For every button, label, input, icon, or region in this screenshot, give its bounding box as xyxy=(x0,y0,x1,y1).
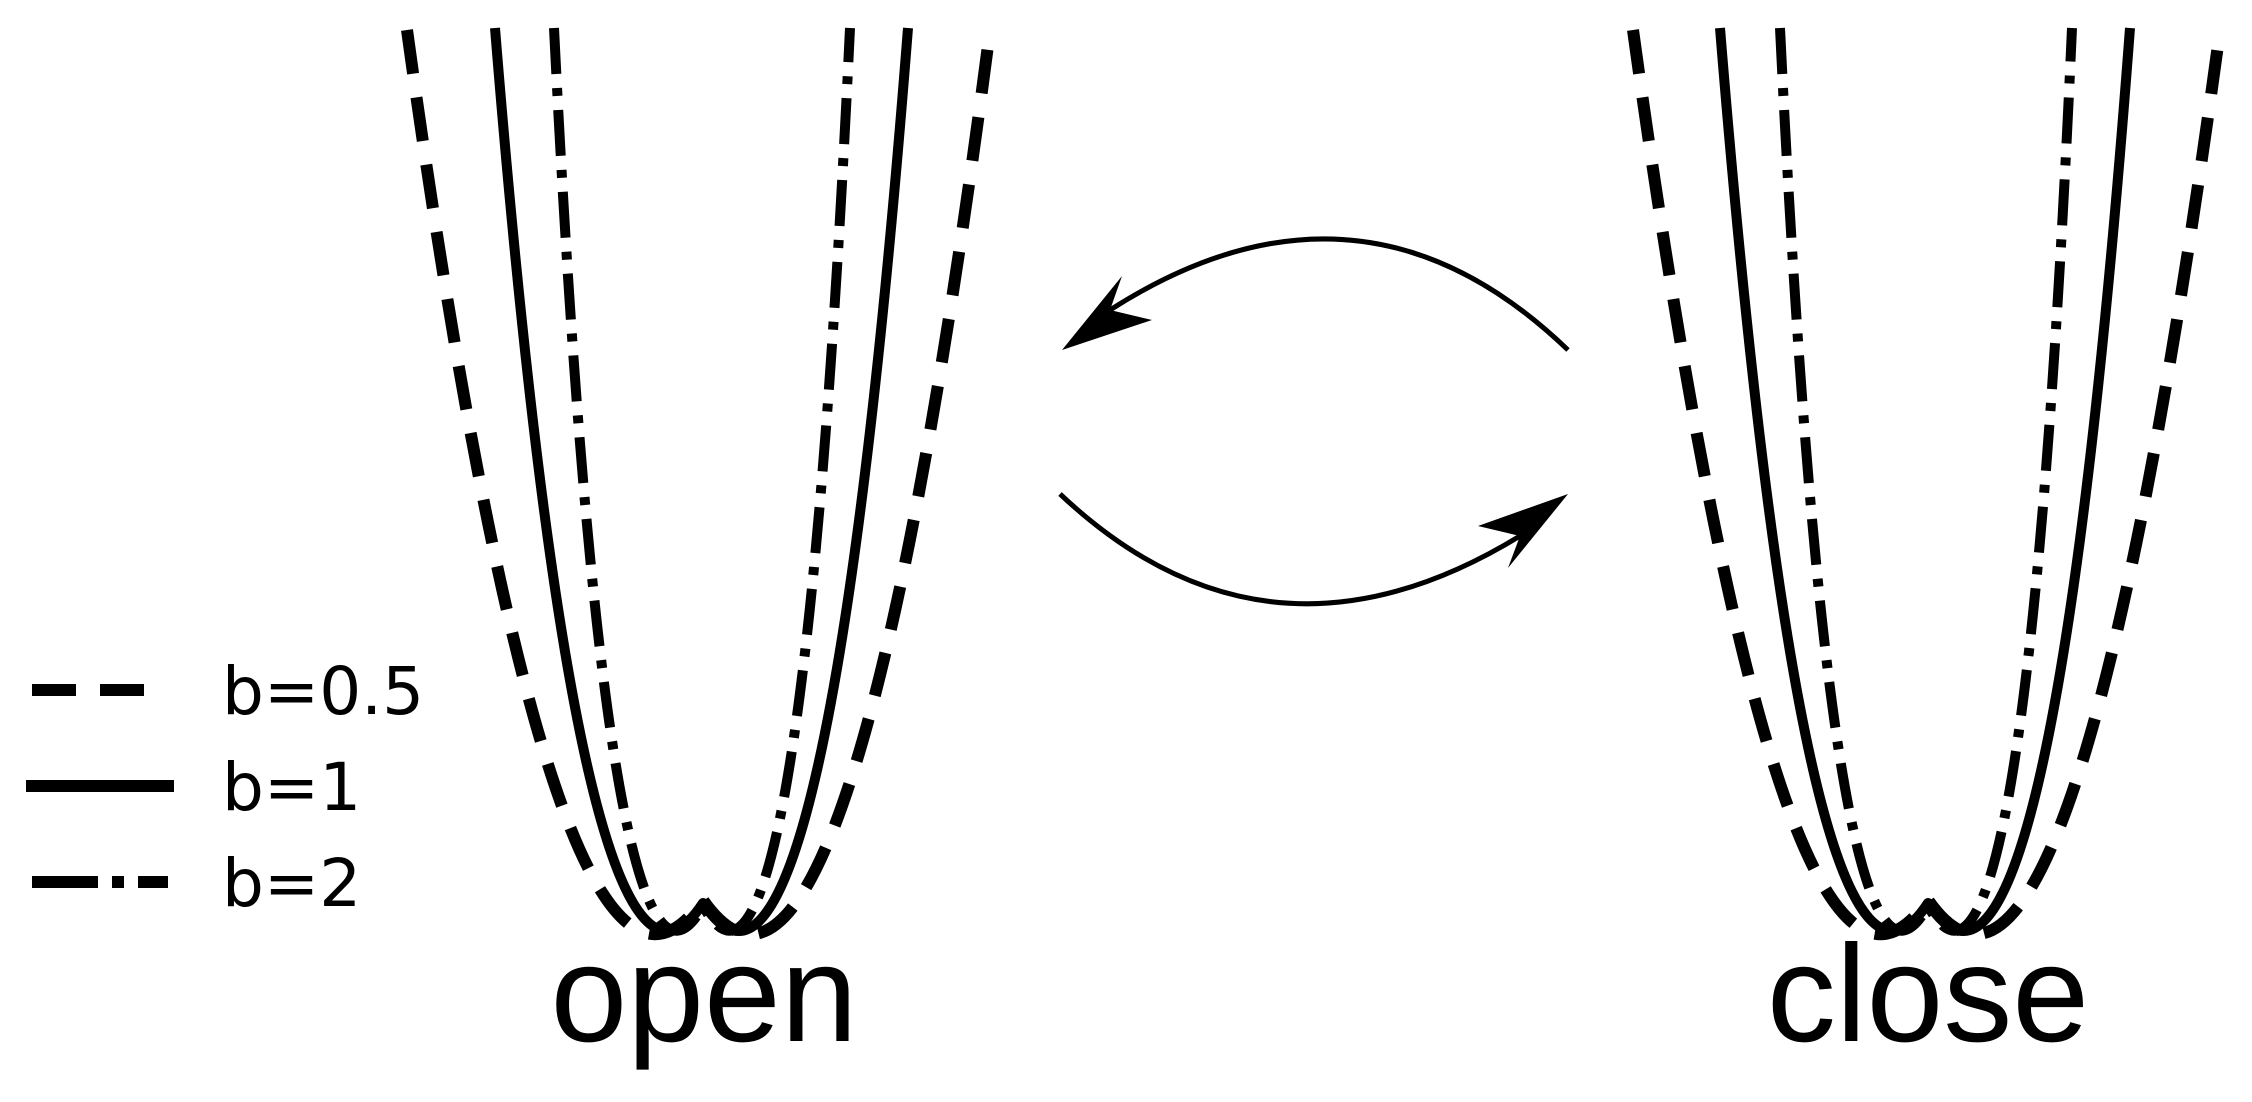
close-curve-b0.5 xyxy=(1627,29,2226,941)
close-curve-b2 xyxy=(1775,27,2077,936)
state-label-open: open xyxy=(551,917,858,1071)
legend: b=0.5 b=1 b=2 xyxy=(26,653,424,922)
close-well xyxy=(1627,27,2226,941)
arrow-open-to-close-head xyxy=(1478,494,1568,568)
transition-arrows xyxy=(1058,236,1570,607)
arrow-close-to-open xyxy=(1108,236,1570,352)
open-curve-b0.5 xyxy=(401,29,996,941)
legend-label-b0.5: b=0.5 xyxy=(222,653,424,730)
close-curve-b1 xyxy=(1715,27,2135,936)
legend-label-b1: b=1 xyxy=(222,749,361,826)
open-curve-b2 xyxy=(549,27,855,936)
state-label-close: close xyxy=(1767,917,2089,1071)
open-well xyxy=(401,27,996,941)
open-curve-b1 xyxy=(490,27,913,936)
arrow-close-to-open-head xyxy=(1062,276,1152,350)
arrow-open-to-close xyxy=(1058,492,1522,607)
legend-label-b2: b=2 xyxy=(222,845,361,922)
